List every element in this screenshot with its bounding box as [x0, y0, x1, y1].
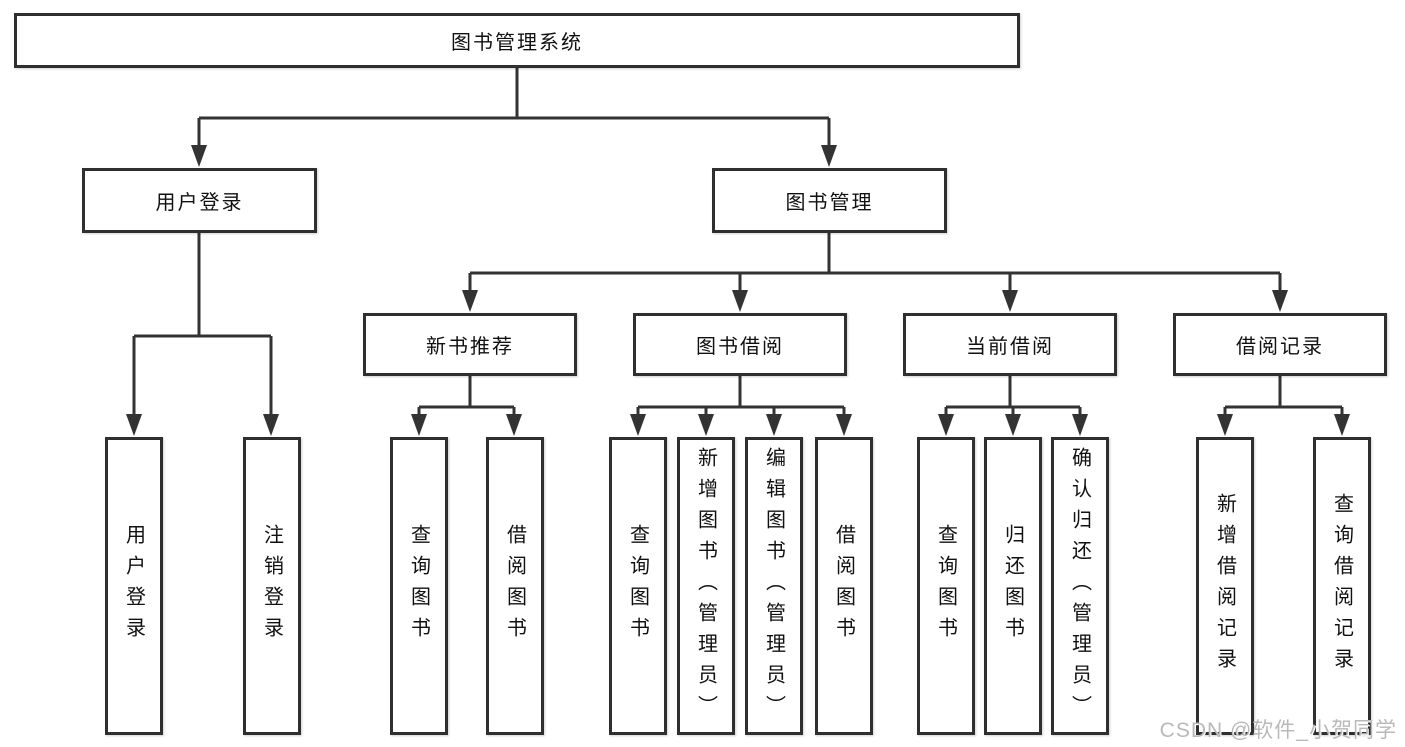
leaf-query-book-1: 查询图书 — [390, 437, 448, 735]
leaf-query-borrow-record-label: 查询借阅记录 — [1330, 493, 1353, 679]
connector-wires — [132, 68, 1344, 415]
leaf-add-book-admin-label: 新增图书（管理员） — [694, 446, 717, 726]
node-current-borrow: 当前借阅 — [903, 313, 1117, 376]
leaf-user-login-label: 用户登录 — [122, 524, 145, 648]
node-root: 图书管理系统 — [14, 13, 1020, 68]
leaf-query-book-3: 查询图书 — [917, 437, 975, 735]
node-new-book-recommend-label: 新书推荐 — [426, 336, 514, 358]
leaf-borrow-book-2-label: 借阅图书 — [832, 524, 855, 648]
node-new-book-recommend: 新书推荐 — [363, 313, 577, 376]
node-current-borrow-label: 当前借阅 — [966, 336, 1054, 358]
watermark: CSDN @软件_小贺同学 — [1159, 719, 1397, 742]
node-book-borrow-label: 图书借阅 — [696, 336, 784, 358]
leaf-query-book-1-label: 查询图书 — [407, 524, 430, 648]
leaf-query-book-2: 查询图书 — [609, 437, 667, 735]
leaf-query-book-2-label: 查询图书 — [626, 524, 649, 648]
leaf-user-login: 用户登录 — [105, 437, 163, 735]
leaf-confirm-return-admin-label: 确认归还（管理员） — [1068, 446, 1091, 726]
leaf-borrow-book-2: 借阅图书 — [815, 437, 873, 735]
node-borrow-records: 借阅记录 — [1173, 313, 1387, 376]
leaf-logout-label: 注销登录 — [260, 524, 283, 648]
leaf-borrow-book-1: 借阅图书 — [486, 437, 544, 735]
leaf-confirm-return-admin: 确认归还（管理员） — [1051, 437, 1109, 735]
node-book-management: 图书管理 — [712, 168, 947, 233]
node-user-login: 用户登录 — [82, 168, 317, 233]
leaf-return-book-label: 归还图书 — [1001, 524, 1024, 648]
leaf-add-book-admin: 新增图书（管理员） — [677, 437, 735, 735]
leaf-return-book: 归还图书 — [984, 437, 1042, 735]
leaf-edit-book-admin-label: 编辑图书（管理员） — [762, 446, 785, 726]
node-book-borrow: 图书借阅 — [633, 313, 847, 376]
arrowheads — [126, 145, 1350, 436]
leaf-logout: 注销登录 — [243, 437, 301, 735]
leaf-add-borrow-record: 新增借阅记录 — [1196, 437, 1254, 735]
node-book-management-label: 图书管理 — [785, 192, 874, 214]
leaf-query-borrow-record: 查询借阅记录 — [1313, 437, 1371, 735]
node-user-login-label: 用户登录 — [155, 192, 244, 214]
leaf-add-borrow-record-label: 新增借阅记录 — [1213, 493, 1236, 679]
leaf-query-book-3-label: 查询图书 — [934, 524, 957, 648]
leaf-edit-book-admin: 编辑图书（管理员） — [745, 437, 803, 735]
node-root-label: 图书管理系统 — [451, 32, 583, 54]
leaf-borrow-book-1-label: 借阅图书 — [503, 524, 526, 648]
node-borrow-records-label: 借阅记录 — [1236, 336, 1324, 358]
